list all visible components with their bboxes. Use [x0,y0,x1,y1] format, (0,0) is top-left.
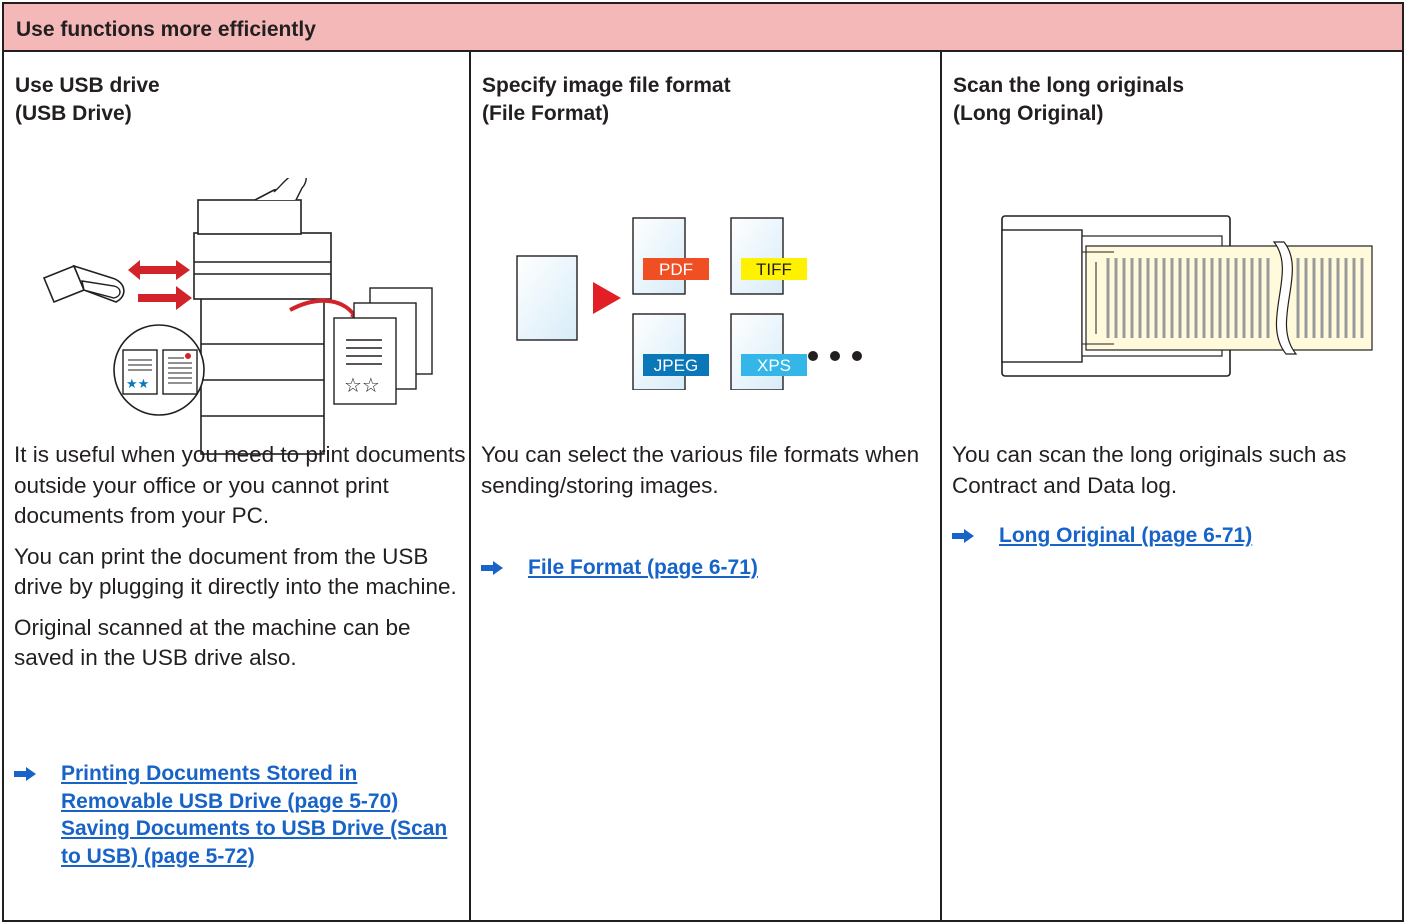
column-title-line2: (File Format) [482,102,610,125]
xps-badge: XPS [741,354,807,376]
ellipsis-icon [808,351,862,361]
tiff-badge: TIFF [741,258,807,280]
section-title: Use functions more efficiently [16,18,316,41]
arrow-right-icon [14,767,36,781]
arrow-right-icon [481,561,503,575]
transfer-arrows-icon [128,260,192,310]
description-paragraph: You can print the document from the USB … [14,543,457,600]
description-paragraph: You can select the various file formats … [481,442,920,498]
column-title-line1: Use USB drive [15,74,160,97]
description-paragraph: It is useful when you need to print docu… [14,442,466,528]
column-title-line2: (USB Drive) [15,102,132,125]
description: You can scan the long originals such as … [952,440,1404,511]
column-file-format: Specify image file format (File Format) [471,52,942,920]
reference-links: File Format (page 6-71) [481,554,933,582]
source-page-icon [516,255,578,341]
link-printing-usb[interactable]: Printing Documents Stored in Removable U… [61,762,399,813]
column-title-line1: Scan the long originals [953,74,1185,97]
section-header: Use functions more efficiently [4,4,1402,52]
column-usb-drive: Use USB drive (USB Drive) [4,52,471,920]
pdf-badge: PDF [643,258,709,280]
usb-stick-icon [42,264,125,304]
tiff-label: TIFF [756,260,792,279]
file-format-illustration: PDF TIFF JPEG XPS [516,217,862,390]
column-title-line2: (Long Original) [953,102,1104,125]
column-title: Specify image file format (File Format) [482,72,731,128]
jpeg-label: JPEG [654,356,698,375]
column-title: Use USB drive (USB Drive) [15,72,160,128]
description: You can select the various file formats … [481,440,933,511]
description: It is useful when you need to print docu… [14,440,466,684]
xps-label: XPS [757,356,791,375]
usb-drive-illustration: ☆☆ ★★ [42,178,433,455]
column-long-original: Scan the long originals (Long Original) [942,52,1402,920]
pdf-label: PDF [659,260,693,279]
link-scan-to-usb[interactable]: Saving Documents to USB Drive (Scan to U… [61,817,448,868]
description-paragraph: You can scan the long originals such as … [952,442,1347,498]
arrow-right-icon [952,529,974,543]
reference-links: Long Original (page 6-71) [952,522,1404,550]
svg-text:☆☆: ☆☆ [344,373,380,397]
column-title-line1: Specify image file format [482,74,731,97]
column-title: Scan the long originals (Long Original) [953,72,1184,128]
long-original-illustration [1001,215,1373,377]
jpeg-badge: JPEG [643,354,709,376]
reference-links: Printing Documents Stored in Removable U… [14,760,466,870]
link-file-format[interactable]: File Format (page 6-71) [528,556,758,579]
link-long-original[interactable]: Long Original (page 6-71) [999,524,1253,547]
svg-text:★★: ★★ [126,377,149,392]
play-arrow-icon [593,282,621,314]
description-paragraph: Original scanned at the machine can be s… [14,614,411,671]
